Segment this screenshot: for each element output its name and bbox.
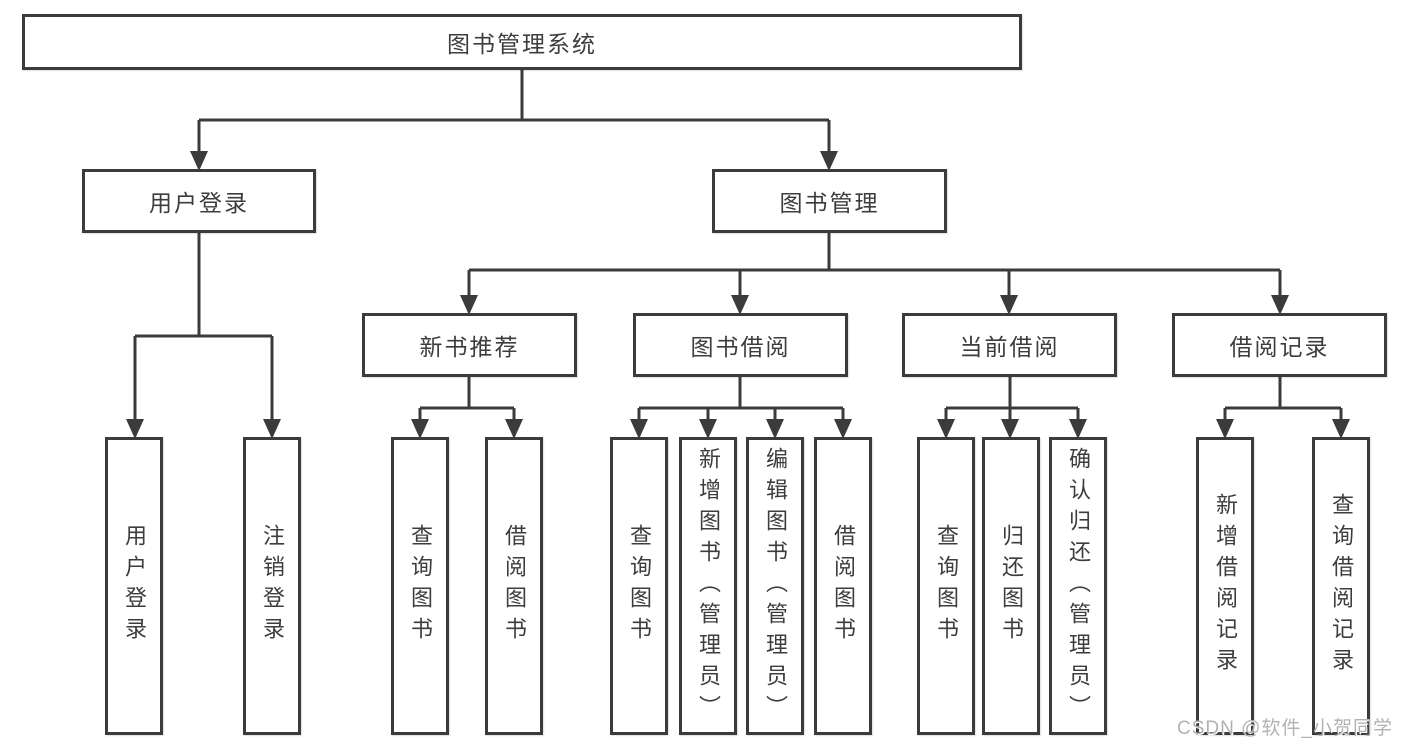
node-book-borrowing: 图书借阅	[633, 313, 848, 377]
leaf-logout: 注销登录	[243, 437, 301, 735]
csdn-watermark: CSDN @软件_小贺同学	[1177, 718, 1393, 739]
leaf-user-login: 用户登录	[105, 437, 163, 735]
leaf-return-books: 归还图书	[982, 437, 1040, 735]
leaf-borrow-books-recommend: 借阅图书	[485, 437, 543, 735]
leaf-query-books-recommend: 查询图书	[391, 437, 449, 735]
node-new-book-recommendation: 新书推荐	[362, 313, 577, 377]
leaf-confirm-return-admin: 确认归还（管理员）	[1049, 437, 1107, 735]
leaf-query-books-current: 查询图书	[917, 437, 975, 735]
node-current-borrowing: 当前借阅	[902, 313, 1117, 377]
node-user-login: 用户登录	[82, 169, 316, 233]
leaf-query-books-borrowing: 查询图书	[610, 437, 668, 735]
leaf-query-borrow-record: 查询借阅记录	[1312, 437, 1370, 735]
node-library-management-system: 图书管理系统	[22, 14, 1022, 70]
node-book-management: 图书管理	[712, 169, 947, 233]
leaf-borrow-books: 借阅图书	[814, 437, 872, 735]
leaf-edit-books-admin: 编辑图书（管理员）	[746, 437, 804, 735]
node-borrowing-records: 借阅记录	[1172, 313, 1387, 377]
leaf-add-borrow-record: 新增借阅记录	[1196, 437, 1254, 735]
leaf-add-books-admin: 新增图书（管理员）	[679, 437, 737, 735]
